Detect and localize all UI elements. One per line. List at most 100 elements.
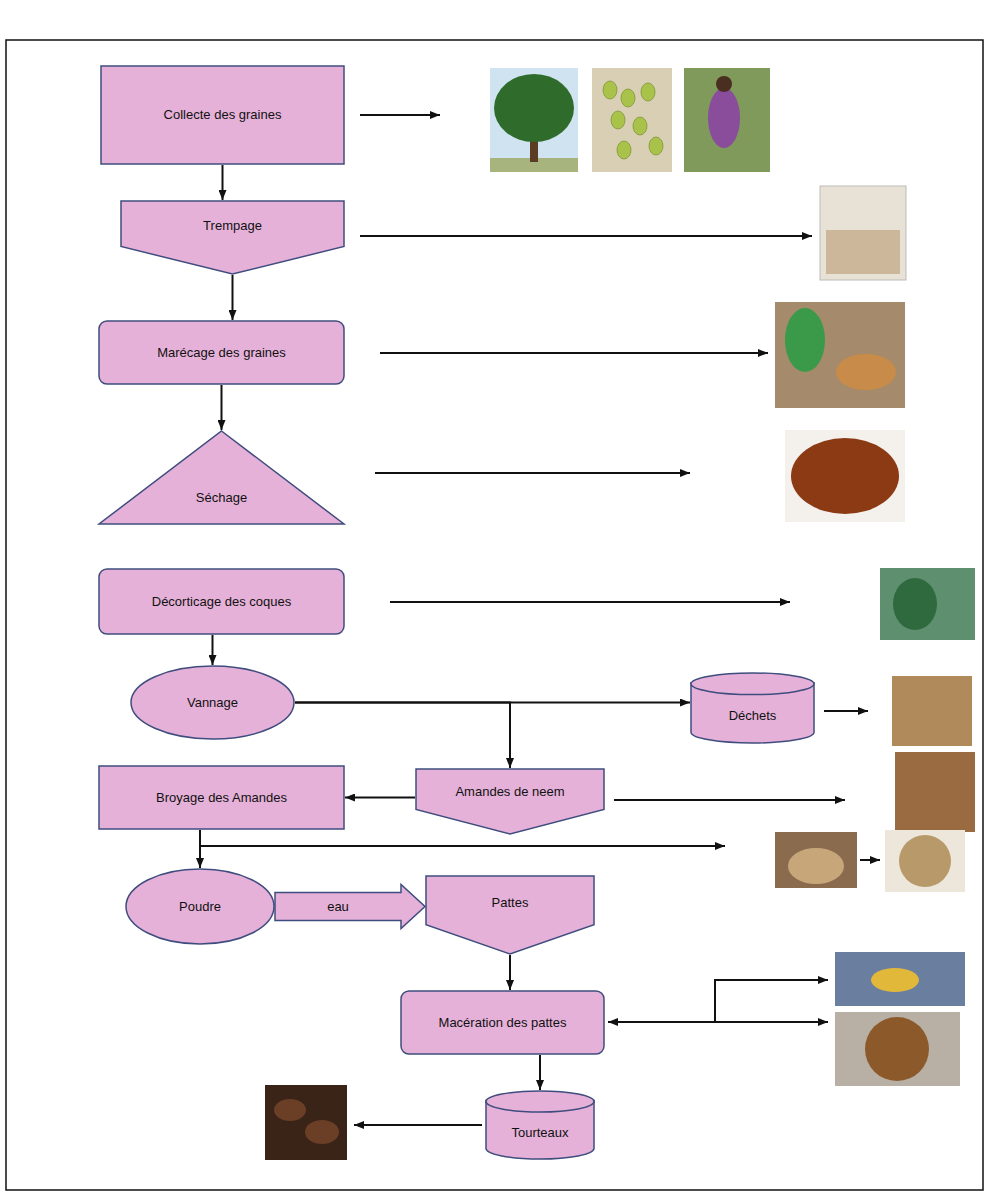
photo-drying [785, 430, 905, 522]
node-text-area: Poudre [125, 868, 275, 945]
node-outline [691, 673, 814, 695]
node-label: Pattes [492, 895, 529, 911]
photo-kneading [835, 952, 965, 1006]
leader-arrow [200, 845, 725, 847]
leader-arrow [375, 472, 690, 474]
person [893, 578, 937, 630]
node-outline [131, 666, 294, 739]
cylinder-box: Déchets [690, 672, 815, 744]
node-outline [486, 1091, 594, 1112]
node-outline [416, 769, 604, 834]
node-text-area: Collecte des graines [100, 65, 345, 165]
leader-arrow [390, 601, 790, 603]
offpage-box: Pattes [425, 875, 595, 955]
leader-arrow [715, 980, 828, 1022]
node-label: Macération des pattes [439, 1015, 567, 1031]
node-outline [101, 66, 344, 164]
node-label: Amandes de neem [455, 784, 564, 800]
node-outline [121, 201, 344, 274]
ellipse-box: Poudre [125, 868, 275, 945]
leader-arrow [608, 1021, 828, 1023]
flow-arrow [199, 830, 201, 868]
photo-tree [490, 68, 578, 172]
person [708, 88, 740, 148]
person-head [716, 76, 732, 92]
flow-arrow [295, 703, 510, 769]
node-outline [99, 766, 344, 829]
node-label: Décorticage des coques [152, 594, 291, 610]
frame [6, 40, 983, 1190]
ellipse-box: Vannage [130, 665, 295, 740]
node-label: Séchage [196, 490, 247, 506]
flow-arrow [212, 635, 214, 665]
dried-seeds [791, 438, 899, 514]
node-outline [99, 321, 344, 384]
seed [621, 89, 635, 107]
photo-cakes [265, 1085, 347, 1160]
seeds [603, 81, 663, 159]
leader-arrow [614, 799, 845, 801]
bowl [836, 354, 896, 390]
node-outline [401, 991, 604, 1054]
node-text-area: Déchets [690, 672, 815, 744]
node-label: Marécage des graines [157, 345, 286, 361]
node-text-area: Amandes de neem [415, 768, 605, 835]
node-outline [126, 869, 274, 944]
block-arrow [275, 885, 425, 929]
node-text-area: Pattes [425, 875, 595, 955]
photo-seeds [592, 68, 672, 172]
node-text-area: Vannage [130, 665, 295, 740]
node-outline [99, 431, 344, 524]
maceration-basin [865, 1017, 929, 1081]
soaked-seeds [826, 230, 900, 274]
person [785, 308, 825, 372]
node-label: Broyage des Amandes [156, 790, 287, 806]
node-shape [425, 875, 595, 955]
triangle-box: Séchage [98, 430, 345, 525]
photo-soaking [820, 186, 906, 280]
node-text-area: Décorticage des coques [98, 568, 345, 635]
process-box: Marécage des graines [98, 320, 345, 385]
leader-arrow [380, 352, 768, 354]
powder-bowl [899, 835, 951, 887]
flow-arrow [345, 797, 415, 799]
seed [641, 83, 655, 101]
seed [633, 117, 647, 135]
offpage-box: Trempage [120, 200, 345, 275]
node-shape [415, 768, 605, 835]
flow-arrow [232, 275, 234, 320]
seed [617, 141, 631, 159]
photo-maceration [835, 1012, 960, 1086]
photo-collector [684, 68, 770, 172]
photo-mortar [775, 832, 857, 888]
node-outline [426, 876, 594, 954]
process-box: Collecte des graines [100, 65, 345, 165]
node-text-area: Marécage des graines [98, 320, 345, 385]
flow-arrow [221, 385, 223, 430]
cake [274, 1099, 306, 1121]
node-label: Poudre [179, 899, 221, 915]
flow-arrow [509, 955, 511, 990]
node-shape [98, 430, 345, 525]
flow-arrow [222, 165, 224, 200]
leader-arrow [860, 859, 880, 861]
cake [305, 1120, 339, 1144]
seed [611, 111, 625, 129]
leader-arrow [360, 235, 812, 237]
process-box: Macération des pattes [400, 990, 605, 1055]
seed [649, 137, 663, 155]
node-label: Collecte des graines [164, 107, 282, 123]
node-shape [120, 200, 345, 275]
edge-label: eau [324, 899, 352, 915]
photo-waste [892, 676, 972, 746]
node-label: Tourteaux [511, 1125, 568, 1141]
flow-arrow [539, 1055, 541, 1090]
node-text-area: Tourteaux [485, 1090, 595, 1160]
process-box: Broyage des Amandes [98, 765, 345, 830]
node-text-area: Macération des pattes [400, 990, 605, 1055]
node-label: Déchets [729, 708, 777, 724]
leader-arrow [360, 114, 440, 116]
leader-arrow [824, 710, 868, 712]
